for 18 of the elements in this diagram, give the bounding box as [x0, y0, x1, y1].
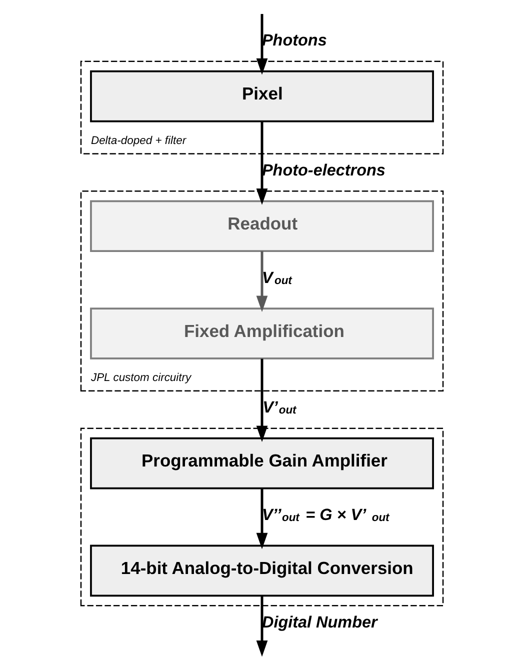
node-box: Readout: [90, 200, 434, 252]
node-box: Programmable Gain Amplifier: [90, 437, 434, 490]
arrow: [256, 14, 268, 75]
edge-label: V’out: [262, 398, 296, 417]
node-box: 14-bit Analog-to-Digital Conversion: [90, 544, 434, 597]
edge-label: Vout: [262, 268, 292, 287]
arrow: [256, 596, 268, 657]
edge-label: V’’out = G × V’out: [262, 506, 389, 524]
node-box: Fixed Amplification: [90, 308, 434, 360]
edge-label: Digital Number: [262, 613, 377, 632]
cluster: [80, 428, 444, 606]
edge-label: Photons: [262, 32, 326, 50]
arrow: [256, 251, 268, 312]
arrow: [256, 122, 268, 205]
arrow: [256, 488, 268, 550]
node-box: Pixel: [90, 70, 434, 122]
arrow: [256, 358, 268, 442]
edge-label: Photo-electrons: [262, 161, 385, 180]
